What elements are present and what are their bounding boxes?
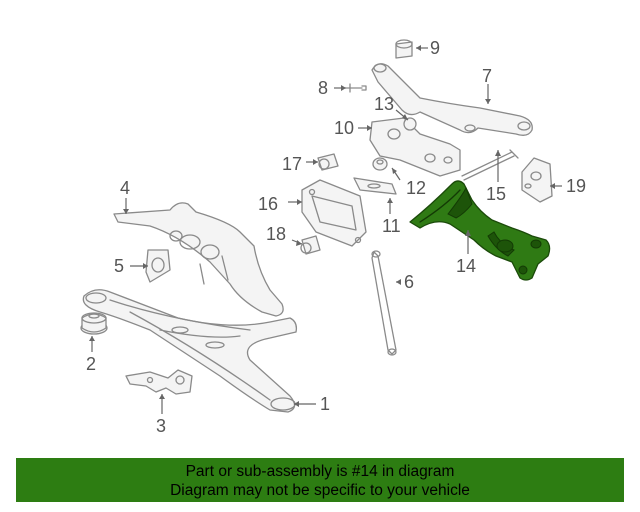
- part-7-control-arm[interactable]: [371, 63, 533, 136]
- part-10-bracket[interactable]: [369, 117, 461, 177]
- part-8-bolt[interactable]: [345, 83, 367, 93]
- banner-line-1: Part or sub-assembly is #14 in diagram: [185, 463, 455, 480]
- callout-18[interactable]: 18: [266, 224, 286, 244]
- callout-7[interactable]: 7: [482, 66, 492, 86]
- callout-5[interactable]: 5: [114, 256, 124, 276]
- callout-1[interactable]: 1: [320, 394, 330, 414]
- part-18-bushing[interactable]: [300, 235, 321, 255]
- part-16-plate[interactable]: [301, 179, 367, 247]
- part-17-bushing[interactable]: [317, 153, 339, 171]
- part-1-crossmember[interactable]: [82, 289, 298, 413]
- part-9-bushing[interactable]: [395, 39, 413, 59]
- callout-6[interactable]: 6: [404, 272, 414, 292]
- callout-9[interactable]: 9: [430, 38, 440, 58]
- callout-19[interactable]: 19: [566, 176, 586, 196]
- part-12-bushing[interactable]: [372, 157, 388, 171]
- part-19-bracket[interactable]: [521, 157, 553, 203]
- callout-11[interactable]: 11: [382, 216, 401, 236]
- callout-8[interactable]: 8: [318, 78, 328, 98]
- parts-diagram: 1 2 3 4 5 6 7 8 9 10 11 12 13 14 15 16 1…: [80, 38, 586, 436]
- part-11-plate[interactable]: [353, 177, 397, 195]
- part-6-link-rod[interactable]: [371, 250, 397, 356]
- banner-line-2: Diagram may not be specific to your vehi…: [170, 482, 470, 499]
- part-2-mount[interactable]: [80, 312, 108, 335]
- part-13-bushing[interactable]: [403, 117, 417, 131]
- callout-14[interactable]: 14: [456, 256, 476, 276]
- callout-13[interactable]: 13: [374, 94, 394, 114]
- part-15-pin[interactable]: [461, 149, 519, 181]
- info-banner: Part or sub-assembly is #14 in diagram D…: [16, 458, 624, 502]
- callout-15[interactable]: 15: [486, 184, 506, 204]
- part-14-trailing-arm[interactable]: [409, 180, 551, 281]
- part-4-frame[interactable]: [113, 202, 284, 317]
- callout-17[interactable]: 17: [282, 154, 302, 174]
- part-5-pad[interactable]: [145, 249, 171, 283]
- callout-2[interactable]: 2: [86, 354, 96, 374]
- leader-arrowheads: [89, 45, 555, 407]
- callout-4[interactable]: 4: [120, 178, 130, 198]
- callout-12[interactable]: 12: [406, 178, 426, 198]
- part-3-bracket[interactable]: [125, 369, 193, 395]
- callout-10[interactable]: 10: [334, 118, 354, 138]
- callout-16[interactable]: 16: [258, 194, 278, 214]
- callout-3[interactable]: 3: [156, 416, 166, 436]
